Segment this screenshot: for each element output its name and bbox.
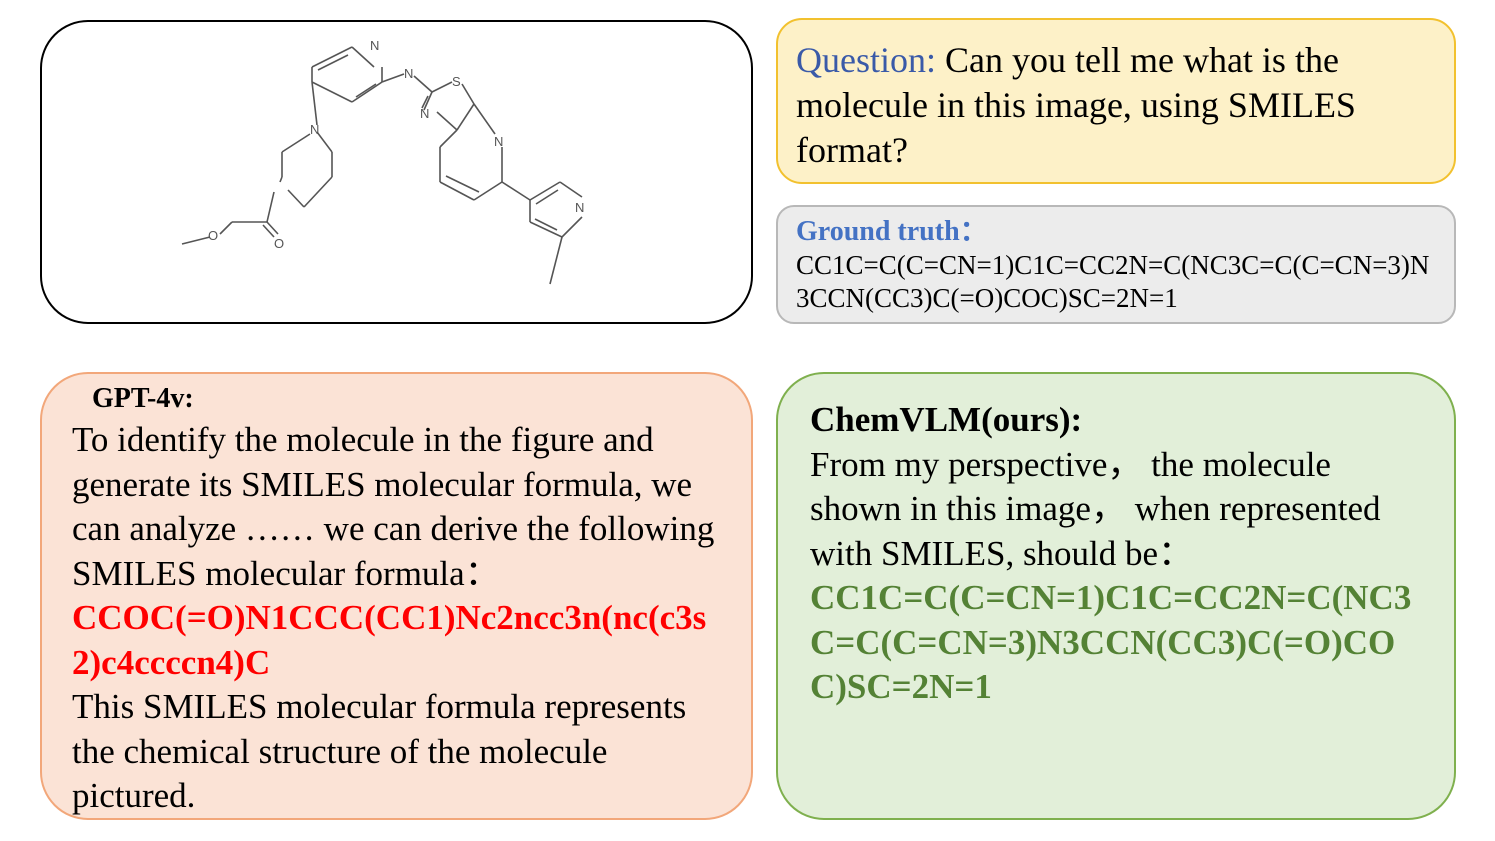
gpt4v-label: GPT-4v: xyxy=(92,383,194,414)
gpt4v-answer-panel: GPT-4v: xyxy=(40,372,753,820)
chemvlm-smiles: CC1C=C(C=CN=1)C1C=CC2N=C(NC3C=C(C=CN=3)N… xyxy=(810,578,1412,706)
chemvlm-answer-panel: ChemVLM(ours): From my perspective， the … xyxy=(776,372,1456,820)
atom-label: N xyxy=(404,66,413,81)
thiazole-ring xyxy=(421,81,475,131)
atom-label: S xyxy=(452,74,461,89)
question-panel: Question: Can you tell me what is the mo… xyxy=(776,18,1456,184)
ground-truth-panel: Ground truth： CC1C=C(C=CN=1)C1C=CC2N=C(N… xyxy=(776,205,1456,324)
gpt4v-outro: This SMILES molecular formula represents… xyxy=(72,687,687,815)
chemvlm-label: ChemVLM(ours): xyxy=(810,400,1083,439)
atom-label: N xyxy=(575,200,584,215)
atom-label: N xyxy=(420,106,429,121)
atom-label: O xyxy=(274,236,284,251)
atom-label: O xyxy=(208,228,218,243)
top-pyridine-ring xyxy=(311,46,383,103)
piperazine-ring xyxy=(279,131,333,208)
bottom-pyridine-ring xyxy=(529,181,583,285)
atom-label: N xyxy=(370,38,379,53)
molecule-structure-drawing: N N S N N N N O O xyxy=(181,38,584,285)
question-text: Can you tell me what is the molecule in … xyxy=(796,40,1356,170)
ground-truth-smiles: CC1C=C(C=CN=1)C1C=CC2N=C(NC3C=C(C=CN=3)N… xyxy=(796,250,1430,313)
atom-label: N xyxy=(494,134,503,149)
fused-pyridine-ring xyxy=(439,103,503,201)
ground-truth-label: Ground truth： xyxy=(796,216,988,247)
chemvlm-intro: From my perspective， the molecule shown … xyxy=(810,444,1381,573)
gpt4v-answer-body: To identify the molecule in the figure a… xyxy=(72,418,732,819)
chemvlm-answer-body: ChemVLM(ours): From my perspective， the … xyxy=(810,398,1422,710)
gpt4v-intro: To identify the molecule in the figure a… xyxy=(72,420,715,593)
atom-label: N xyxy=(310,122,319,137)
molecule-image-panel: N N S N N N N O O xyxy=(40,20,753,324)
question-label: Question: xyxy=(796,40,936,80)
gpt4v-smiles: CCOC(=O)N1CCC(CC1)Nc2ncc3n(nc(c3s2)c4ccc… xyxy=(72,598,707,682)
